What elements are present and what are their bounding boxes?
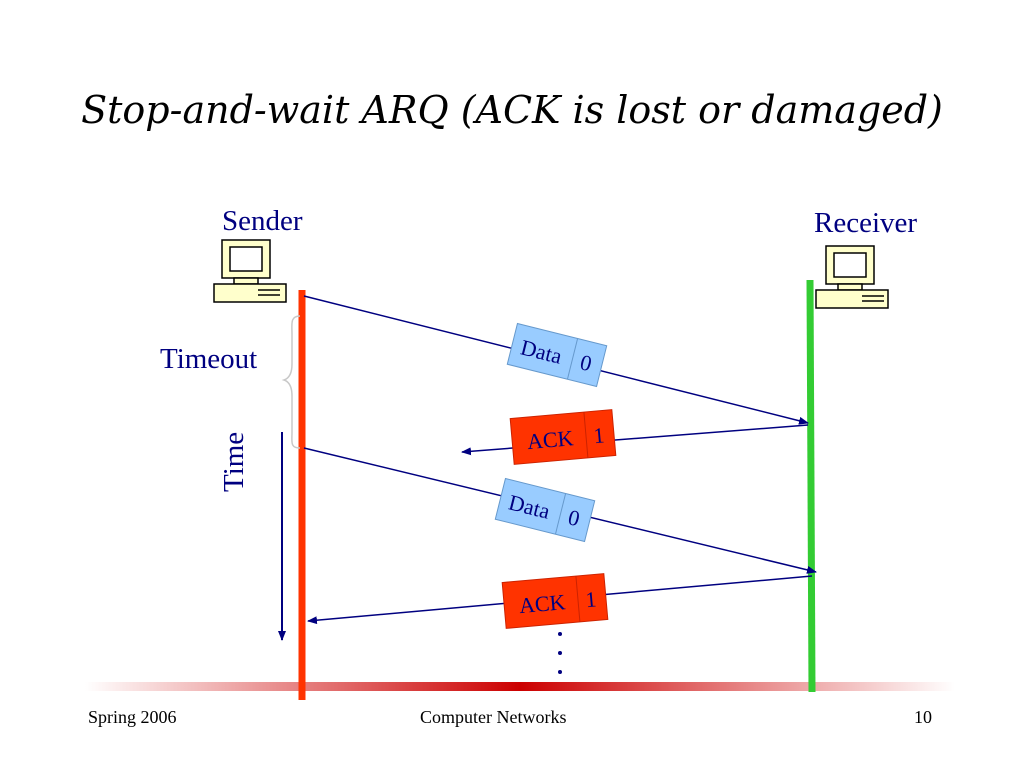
data-frame: Data 0 <box>494 477 596 543</box>
receiver-timeline <box>806 279 816 693</box>
sender-computer-icon <box>213 239 287 303</box>
slide-number: 10 <box>914 707 932 727</box>
ack-frame: ACK 1 <box>501 573 609 629</box>
continuation-dots <box>558 632 562 674</box>
footer-divider <box>85 682 955 691</box>
footer-center-text: Computer Networks <box>420 707 567 727</box>
timeout-label: Timeout <box>160 343 258 375</box>
data-frame: Data 0 <box>506 322 608 388</box>
slide-title: Stop-and-wait ARQ (ACK is lost or damage… <box>81 88 943 132</box>
frame-label: ACK <box>526 425 575 454</box>
frame-label: ACK <box>518 589 567 618</box>
time-axis-label: Time <box>218 431 250 492</box>
frame-seq: 1 <box>584 586 597 612</box>
timeout-brace <box>281 315 301 449</box>
frame-seq: 1 <box>592 422 605 448</box>
ack-frame: ACK 1 <box>509 409 617 465</box>
receiver-computer-icon <box>815 245 889 309</box>
sender-label: Sender <box>222 205 303 237</box>
footer-left-text: Spring 2006 <box>88 707 177 727</box>
receiver-label: Receiver <box>814 207 918 239</box>
